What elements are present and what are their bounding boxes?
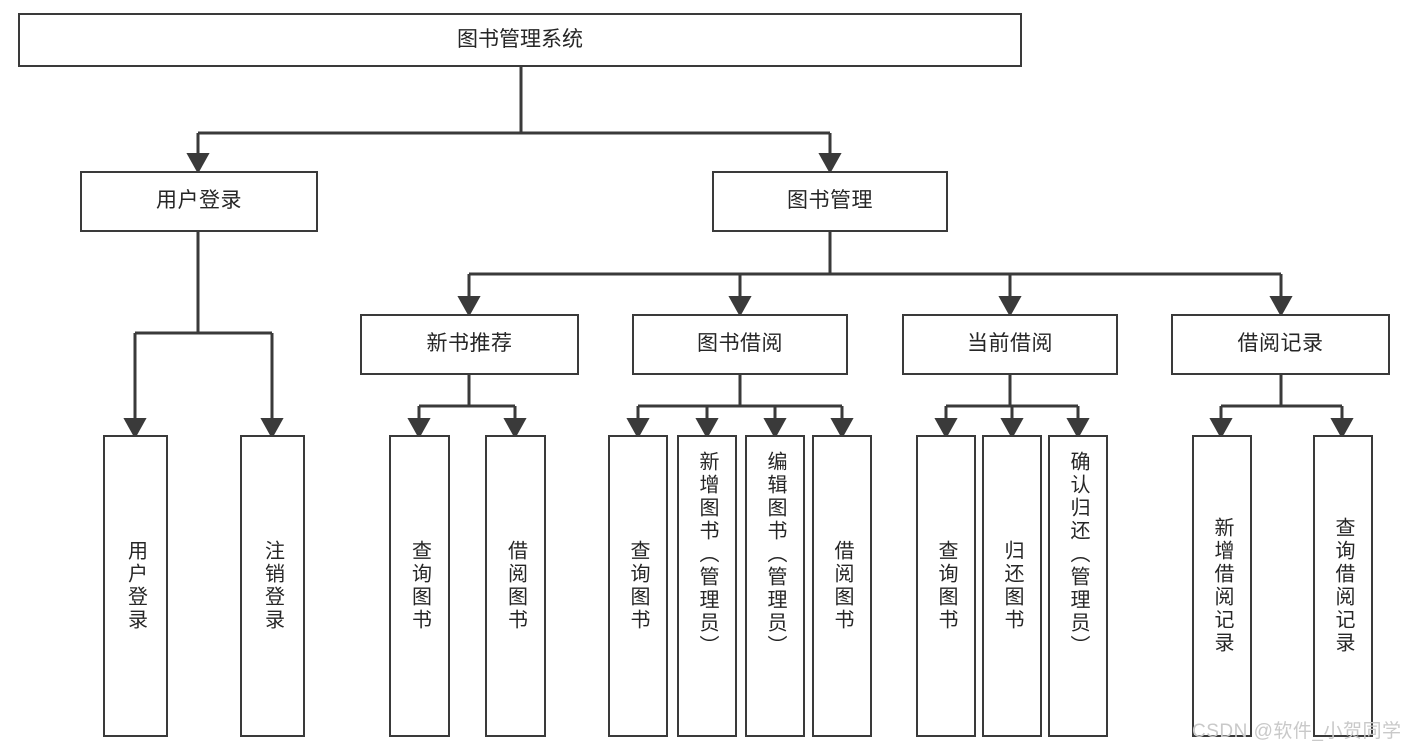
leaf-label: 确认归还（管理员） bbox=[1067, 451, 1089, 658]
leaf-borrow-record-query[interactable]: 查询借阅记录 bbox=[1313, 435, 1373, 737]
node-root-system[interactable]: 图书管理系统 bbox=[18, 13, 1022, 67]
leaf-new-book-borrow[interactable]: 借阅图书 bbox=[485, 435, 546, 737]
leaf-label: 查询图书 bbox=[627, 540, 649, 632]
leaf-label: 查询图书 bbox=[935, 540, 957, 632]
node-book-borrow-label: 图书借阅 bbox=[697, 332, 783, 356]
node-book-borrow[interactable]: 图书借阅 bbox=[632, 314, 848, 375]
node-book-management[interactable]: 图书管理 bbox=[712, 171, 948, 232]
node-borrow-record[interactable]: 借阅记录 bbox=[1171, 314, 1390, 375]
node-current-borrow[interactable]: 当前借阅 bbox=[902, 314, 1118, 375]
leaf-current-borrow-query[interactable]: 查询图书 bbox=[916, 435, 976, 737]
node-current-borrow-label: 当前借阅 bbox=[967, 332, 1053, 356]
leaf-new-book-query[interactable]: 查询图书 bbox=[389, 435, 450, 737]
leaf-label: 新增图书（管理员） bbox=[696, 451, 718, 658]
leaf-label: 用户登录 bbox=[124, 540, 147, 632]
node-user-login-label: 用户登录 bbox=[156, 189, 242, 213]
leaf-user-login-logout[interactable]: 注销登录 bbox=[240, 435, 305, 737]
leaf-label: 查询借阅记录 bbox=[1332, 517, 1354, 655]
leaf-user-login-login[interactable]: 用户登录 bbox=[103, 435, 168, 737]
node-book-management-label: 图书管理 bbox=[787, 189, 873, 213]
leaf-book-borrow-add[interactable]: 新增图书（管理员） bbox=[677, 435, 737, 737]
node-new-book-recommend-label: 新书推荐 bbox=[426, 332, 513, 356]
leaf-label: 注销登录 bbox=[261, 540, 284, 632]
leaf-label: 归还图书 bbox=[1001, 540, 1023, 632]
node-borrow-record-label: 借阅记录 bbox=[1237, 332, 1324, 356]
leaf-label: 借阅图书 bbox=[504, 540, 527, 632]
leaf-label: 新增借阅记录 bbox=[1211, 517, 1233, 655]
leaf-current-borrow-confirm-return[interactable]: 确认归还（管理员） bbox=[1048, 435, 1108, 737]
leaf-label: 借阅图书 bbox=[831, 540, 853, 632]
leaf-label: 查询图书 bbox=[408, 540, 431, 632]
leaf-book-borrow-borrow[interactable]: 借阅图书 bbox=[812, 435, 872, 737]
leaf-label: 编辑图书（管理员） bbox=[764, 451, 786, 658]
leaf-book-borrow-edit[interactable]: 编辑图书（管理员） bbox=[745, 435, 805, 737]
leaf-borrow-record-add[interactable]: 新增借阅记录 bbox=[1192, 435, 1252, 737]
csdn-watermark: CSDN @软件_小贺同学 bbox=[1192, 721, 1402, 742]
node-user-login[interactable]: 用户登录 bbox=[80, 171, 318, 232]
node-root-label: 图书管理系统 bbox=[457, 27, 583, 51]
leaf-current-borrow-return[interactable]: 归还图书 bbox=[982, 435, 1042, 737]
leaf-book-borrow-query[interactable]: 查询图书 bbox=[608, 435, 668, 737]
node-new-book-recommend[interactable]: 新书推荐 bbox=[360, 314, 579, 375]
